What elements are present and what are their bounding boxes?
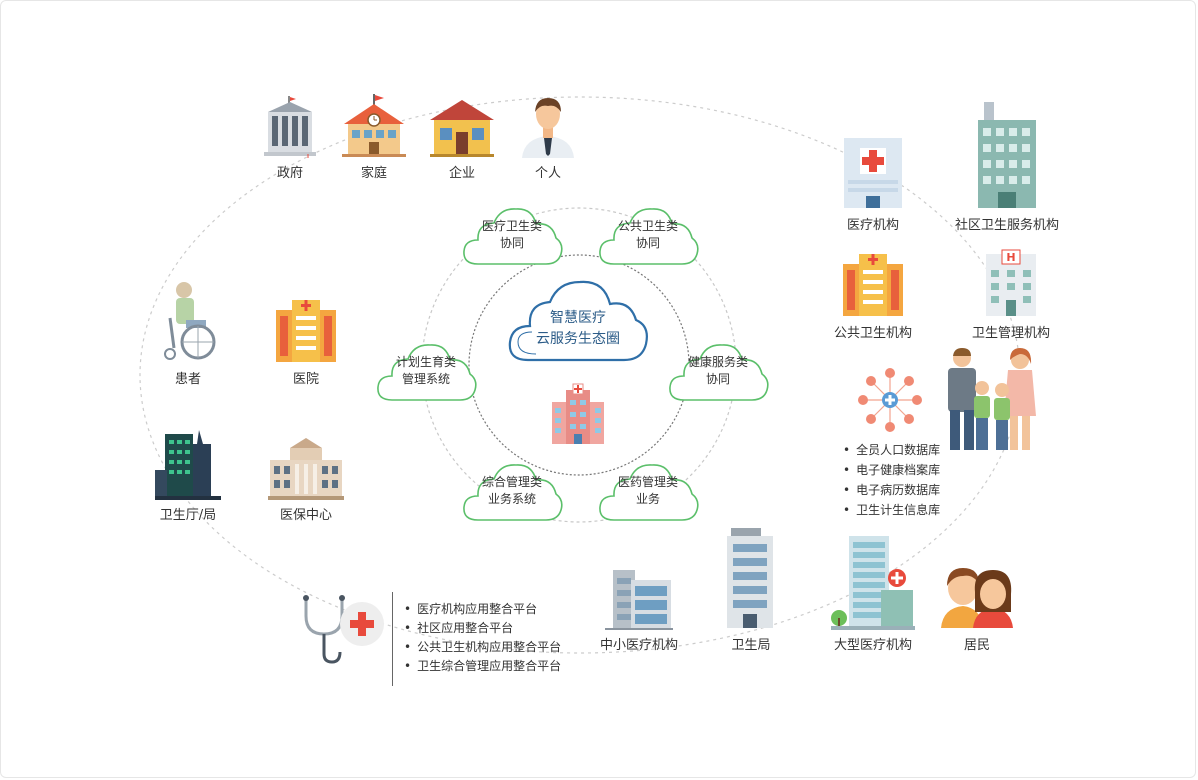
database-item: 电子病历数据库 xyxy=(843,480,940,500)
office-tower-icon xyxy=(727,528,773,628)
node-label: 家庭 xyxy=(360,166,387,181)
family-icon xyxy=(948,348,1036,450)
node-label: 居民 xyxy=(963,638,990,653)
cloud-label-line1: 医疗卫生类 xyxy=(481,219,542,233)
node-label: 患者 xyxy=(174,372,201,387)
node-individual: 个人 xyxy=(493,94,603,181)
node-label: 政府 xyxy=(276,166,303,181)
node-family: 家庭 xyxy=(319,94,429,181)
cloud-label-line2: 业务 xyxy=(635,492,660,506)
cloud-label-line2: 协同 xyxy=(635,236,660,250)
node-label: 中小医疗机构 xyxy=(599,638,678,653)
node-patient: 患者 xyxy=(133,278,243,387)
node-hospital: 医院 xyxy=(251,296,361,387)
central-hospital-icon xyxy=(552,383,604,444)
node-health-bureau-bottom: 卫生局 xyxy=(696,526,806,653)
government-building-icon xyxy=(264,96,316,158)
small-building-icon xyxy=(605,570,673,630)
tall-building-icon xyxy=(978,102,1036,208)
database-list: 全员人口数据库 电子健康档案库 电子病历数据库 卫生计生信息库 xyxy=(843,440,940,520)
platform-list: 医疗机构应用整合平台 社区应用整合平台 公共卫生机构应用整合平台 卫生综合管理应… xyxy=(404,600,561,676)
cloud-medical-collaboration: 医疗卫生类协同 xyxy=(460,202,564,272)
node-health-bureau: 卫生厅/局 xyxy=(133,430,243,523)
stethoscope-icon xyxy=(303,595,384,664)
hospital-icon xyxy=(843,254,903,316)
database-item: 卫生计生信息库 xyxy=(843,500,940,520)
cloud-label-line2: 业务系统 xyxy=(487,492,536,506)
node-medical-insurance: 医保中心 xyxy=(251,434,361,523)
platform-divider xyxy=(392,592,393,686)
residents-couple-icon xyxy=(941,568,1013,628)
database-item: 全员人口数据库 xyxy=(843,440,940,460)
cloud-label-line2: 协同 xyxy=(499,236,524,250)
platform-item: 医疗机构应用整合平台 xyxy=(404,600,561,619)
node-label: 企业 xyxy=(448,166,475,181)
center-title-line1: 智慧医疗 xyxy=(550,310,606,326)
house-icon xyxy=(430,100,494,157)
platform-item: 公共卫生机构应用整合平台 xyxy=(404,638,561,657)
classical-building-icon xyxy=(268,438,344,500)
hospital-icon xyxy=(276,300,336,362)
node-community-health: 社区卫生服务机构 xyxy=(952,100,1062,233)
node-health-management: H 卫生管理机构 xyxy=(956,248,1066,341)
node-label: 卫生管理机构 xyxy=(971,326,1050,341)
cloud-label-line2: 管理系统 xyxy=(401,372,450,386)
center-title-line2: 云服务生态圈 xyxy=(536,331,620,347)
cloud-label-line2: 协同 xyxy=(705,372,730,386)
node-label: 卫生厅/局 xyxy=(159,508,217,523)
cloud-label-line1: 公共卫生类 xyxy=(617,219,678,233)
cloud-health-services: 健康服务类协同 xyxy=(666,338,770,408)
node-label: 医院 xyxy=(292,372,319,387)
node-label: 医保中心 xyxy=(279,508,332,523)
node-large-medical: 大型医疗机构 xyxy=(818,534,928,653)
h-building-icon: H xyxy=(986,249,1036,316)
city-buildings-icon xyxy=(155,430,221,500)
cloud-label-line1: 健康服务类 xyxy=(687,355,748,369)
large-hospital-icon xyxy=(831,536,915,630)
node-label: 卫生局 xyxy=(731,638,771,653)
platform-item: 卫生综合管理应用整合平台 xyxy=(404,657,561,676)
cloud-label-line1: 综合管理类 xyxy=(481,475,542,489)
school-house-icon xyxy=(342,94,406,157)
node-label: 医疗机构 xyxy=(846,218,899,233)
node-residents: 居民 xyxy=(922,562,1032,653)
network-icon xyxy=(858,368,922,432)
cloud-pharma-management: 医药管理类业务 xyxy=(596,458,700,528)
platform-item: 社区应用整合平台 xyxy=(404,619,561,638)
node-small-medical: 中小医疗机构 xyxy=(584,566,694,653)
person-icon xyxy=(522,98,574,158)
cloud-family-planning: 计划生育类管理系统 xyxy=(374,338,478,408)
cloud-public-health-collaboration: 公共卫生类协同 xyxy=(596,202,700,272)
wheelchair-patient-icon xyxy=(164,282,216,360)
node-label: 个人 xyxy=(534,166,561,181)
clinic-cross-icon xyxy=(844,138,902,208)
node-label: 公共卫生机构 xyxy=(833,326,912,341)
node-label: 社区卫生服务机构 xyxy=(954,218,1059,233)
database-item: 电子健康档案库 xyxy=(843,460,940,480)
node-public-health: 公共卫生机构 xyxy=(818,250,928,341)
cloud-label-line1: 计划生育类 xyxy=(395,355,456,369)
svg-text:H: H xyxy=(1006,251,1015,264)
node-medical-institution: 医疗机构 xyxy=(818,136,928,233)
cloud-integrated-management: 综合管理类业务系统 xyxy=(460,458,564,528)
cloud-label-line1: 医药管理类 xyxy=(617,475,678,489)
node-enterprise: 企业 xyxy=(407,94,517,181)
node-government: 政府 xyxy=(235,94,345,181)
center-cloud: 智慧医疗 云服务生态圈 xyxy=(506,268,650,368)
node-label: 大型医疗机构 xyxy=(833,638,912,653)
